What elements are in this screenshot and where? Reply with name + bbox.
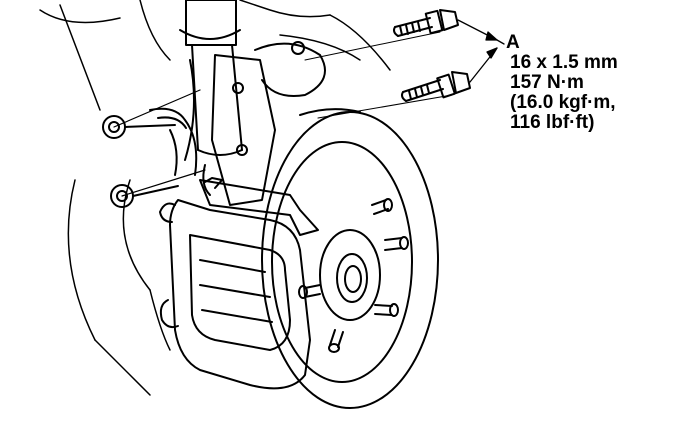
brake-hose — [149, 107, 198, 176]
callout-label-a: A — [506, 32, 520, 53]
mounting-nut-lower — [110, 184, 179, 208]
upper-ear — [254, 41, 326, 97]
brake-rotor — [261, 108, 439, 409]
brake-caliper — [159, 199, 311, 390]
strut — [179, 0, 243, 156]
torque-lbfft-line: 116 lbf·ft) — [510, 112, 595, 133]
caliper-bracket — [199, 177, 319, 236]
callout-leader-lines — [304, 19, 505, 119]
body-panel-lines — [39, 0, 391, 396]
wheel-studs — [298, 198, 409, 353]
leader-lines-left — [113, 89, 206, 197]
torque-spec: 16 x 1.5 mm 157 N·m (16.0 kgf·m, 116 lbf… — [510, 53, 618, 133]
torque-nm-line: 157 N·m — [510, 72, 584, 93]
caliper-bracket-bolt-upper — [393, 9, 459, 37]
wheel-hub — [319, 229, 381, 321]
mounting-nut-upper — [102, 115, 176, 139]
bolt-size-line: 16 x 1.5 mm — [510, 52, 618, 73]
knuckle-bracket — [184, 54, 276, 206]
torque-kgfm-line: (16.0 kgf·m, — [510, 92, 616, 113]
caliper-bracket-bolt-lower — [401, 71, 471, 102]
